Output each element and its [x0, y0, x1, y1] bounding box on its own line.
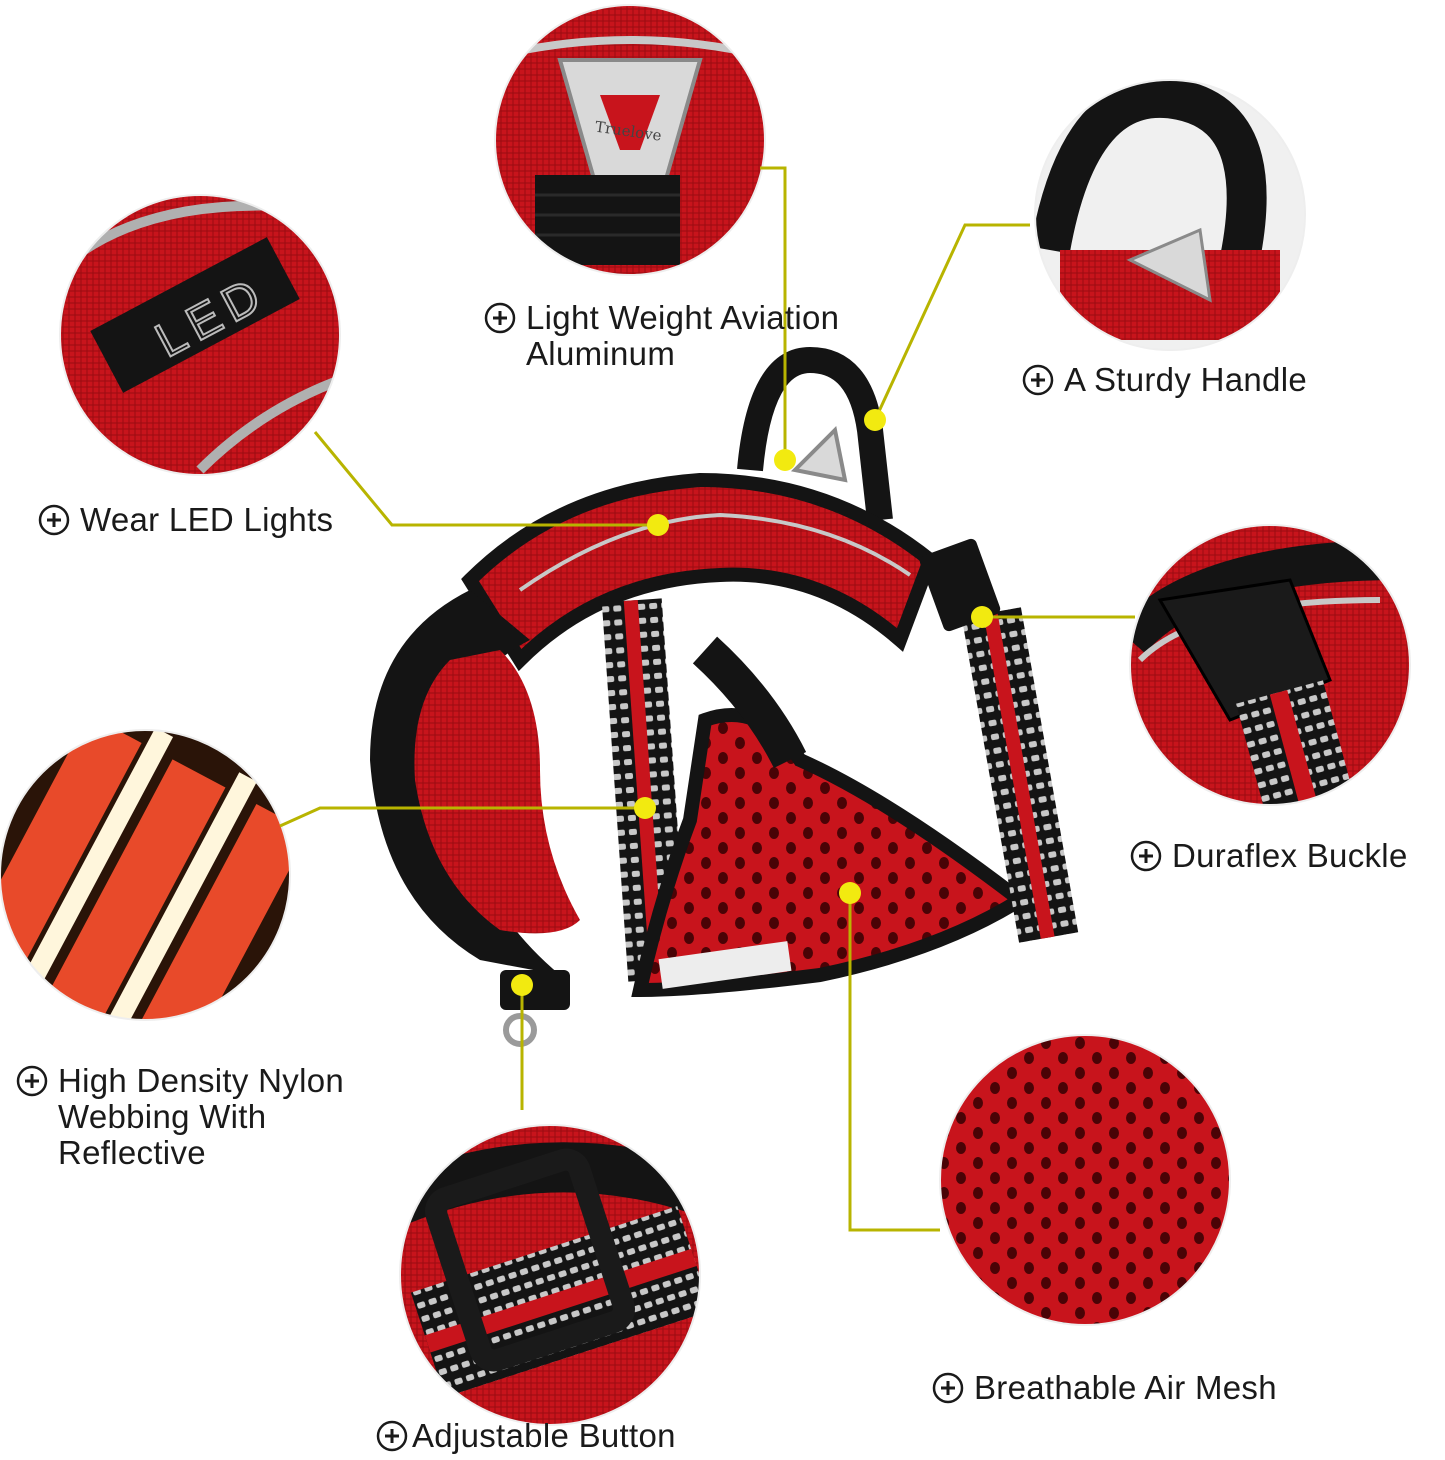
led-tag-detail-image [60, 195, 340, 475]
plus-circle-icon [1130, 840, 1162, 872]
feature-text-line: Adjustable Button [412, 1417, 676, 1454]
adjustable-button-detail-image [400, 1125, 700, 1425]
harness-main-image [370, 346, 1079, 1047]
feature-label-duraflex-buckle: Duraflex Buckle [1130, 838, 1408, 874]
feature-text-line: Aluminum [526, 335, 676, 372]
callout-dots [511, 409, 993, 996]
reflective-webbing-detail-image [0, 730, 290, 1020]
plus-circle-icon [1022, 364, 1054, 396]
feature-text-line: Webbing With [58, 1098, 267, 1135]
plus-circle-icon [16, 1065, 48, 1097]
buckle-detail-image [1130, 525, 1410, 805]
plus-circle-icon [38, 504, 70, 536]
feature-text-line: Duraflex Buckle [1172, 837, 1408, 874]
feature-label-sturdy-handle: A Sturdy Handle [1022, 362, 1307, 398]
callout-lines [279, 166, 1135, 1232]
feature-text-line: Reflective [58, 1134, 206, 1171]
feature-text-line: A Sturdy Handle [1064, 361, 1307, 398]
aluminum-ring-detail-image [495, 5, 765, 275]
feature-text-line: Wear LED Lights [80, 501, 334, 538]
air-mesh-detail-image [940, 1035, 1230, 1325]
plus-circle-icon [484, 302, 516, 334]
feature-label-adjustable-button: Adjustable Button [376, 1418, 676, 1454]
feature-label-led-lights: Wear LED Lights [38, 502, 333, 538]
feature-text-line: Breathable Air Mesh [974, 1369, 1277, 1406]
feature-text-line: High Density Nylon [58, 1062, 345, 1099]
handle-detail-image [1035, 80, 1305, 350]
feature-label-air-mesh: Breathable Air Mesh [932, 1370, 1277, 1406]
feature-text-line: Light Weight Aviation [526, 299, 840, 336]
plus-circle-icon [376, 1420, 408, 1452]
plus-circle-icon [932, 1372, 964, 1404]
